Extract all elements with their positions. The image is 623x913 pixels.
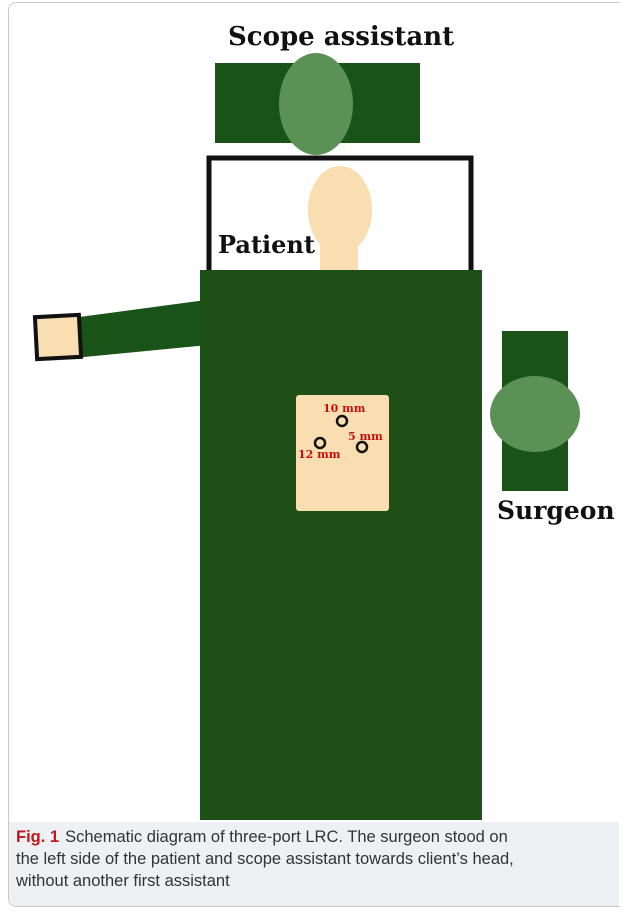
scope-assistant-head <box>279 53 353 155</box>
patient-label: Patient <box>218 230 315 259</box>
caption-line-1: Schematic diagram of three-port LRC. The… <box>65 828 508 846</box>
caption-line-2: the left side of the patient and scope a… <box>16 850 514 868</box>
surgical-drape <box>200 270 482 820</box>
surgeon-label: Surgeon <box>497 496 615 525</box>
surgeon-head <box>490 376 580 452</box>
patient-hand <box>35 315 81 359</box>
scope-assistant-label: Scope assistant <box>228 22 454 52</box>
patient-arm <box>72 300 208 358</box>
operating-room-diagram: 10 mm 5 mm 12 mm <box>0 0 623 825</box>
figure-number: Fig. 1 <box>16 828 59 846</box>
port-12mm-label: 12 mm <box>298 448 341 461</box>
figure-caption: Fig. 1 Schematic diagram of three-port LR… <box>16 826 616 892</box>
port-10mm-label: 10 mm <box>323 402 366 415</box>
port-5mm-label: 5 mm <box>348 430 383 443</box>
patient-neck <box>320 240 358 272</box>
caption-line-3: without another first assistant <box>16 872 230 890</box>
